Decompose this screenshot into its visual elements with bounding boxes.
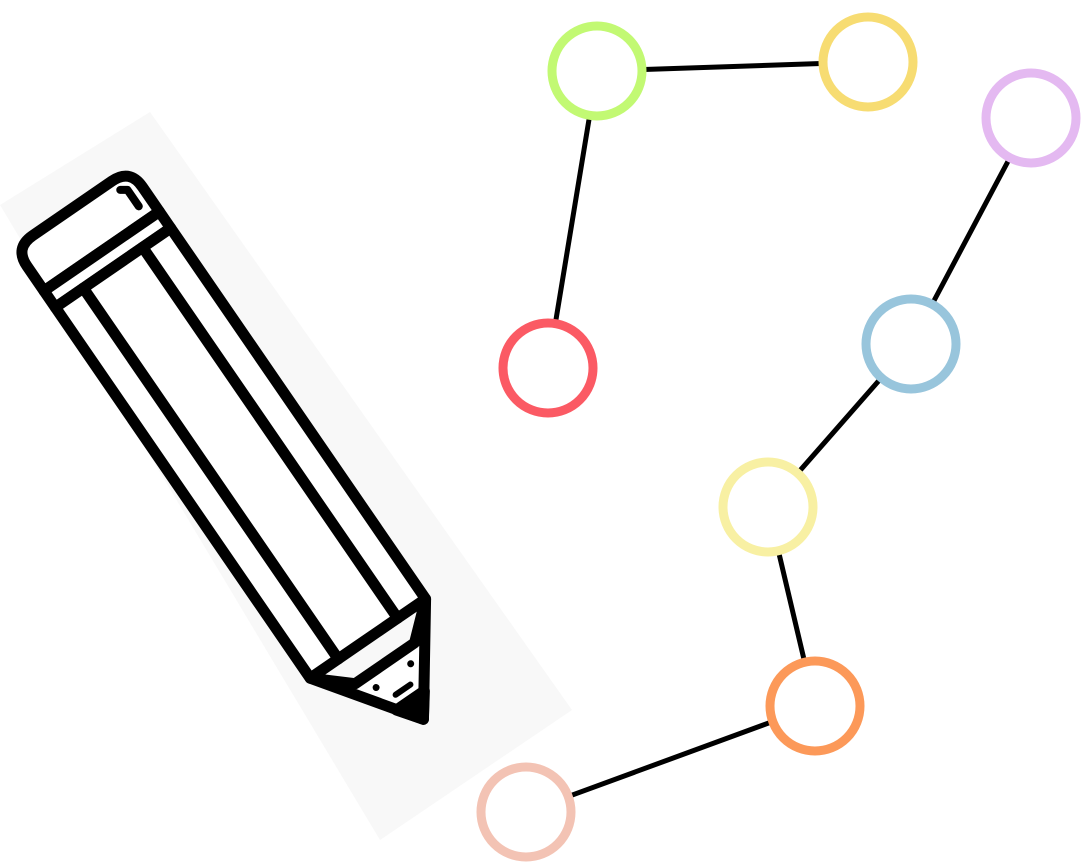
node-gold bbox=[818, 12, 918, 112]
edge-lavender-blue bbox=[930, 157, 1012, 305]
pencil-icon bbox=[0, 112, 572, 840]
diagram-edges bbox=[553, 61, 1012, 799]
edge-orange-peach bbox=[567, 719, 774, 799]
node-red bbox=[498, 318, 598, 418]
pencil-groove-left bbox=[77, 282, 344, 665]
node-peach bbox=[476, 762, 576, 862]
diagram-nodes bbox=[476, 12, 1081, 862]
edge-green-gold bbox=[641, 61, 824, 72]
node-blue bbox=[861, 294, 961, 394]
edge-blue-yellow bbox=[796, 376, 883, 475]
edge-green-red bbox=[553, 114, 592, 325]
pencil-mouth bbox=[392, 681, 414, 698]
node-green bbox=[547, 21, 647, 121]
node-orange bbox=[765, 656, 865, 756]
pencil-eye-left bbox=[372, 684, 380, 692]
pencil-body bbox=[49, 222, 432, 684]
edge-yellow-orange bbox=[776, 550, 807, 663]
pencil-highlight bbox=[116, 185, 143, 211]
pencil-eye-right bbox=[407, 660, 415, 668]
pencil-groove-right bbox=[137, 241, 404, 624]
pencil-graphite bbox=[390, 685, 430, 725]
pencil-eraser bbox=[16, 170, 165, 297]
node-yellow bbox=[718, 457, 818, 557]
node-lavender bbox=[981, 68, 1081, 168]
